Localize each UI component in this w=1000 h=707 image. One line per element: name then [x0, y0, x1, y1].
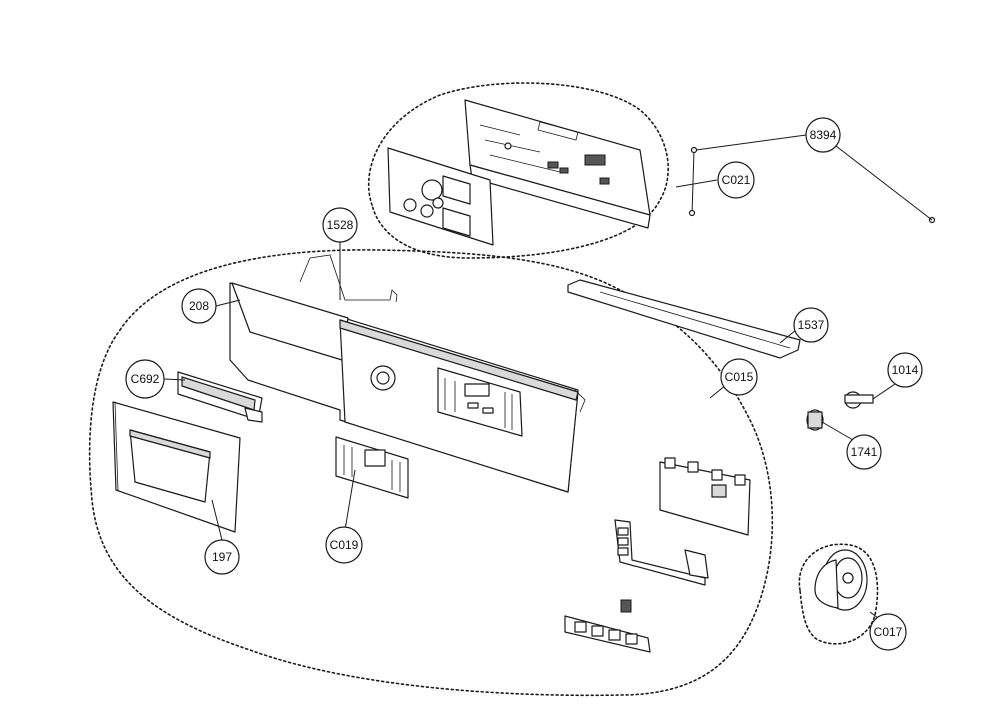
leader-C017 [869, 611, 879, 619]
leader-8394-a [695, 134, 807, 151]
key-strip-module [614, 519, 709, 586]
callout-8394: 8394 [805, 117, 841, 153]
selector-knob-part [814, 549, 868, 611]
encoder-part [806, 409, 824, 431]
main-pcb-board [464, 99, 651, 229]
callout-8394-label: 8394 [810, 128, 837, 142]
control-board-group-outline [367, 82, 669, 259]
drawer-handle-part [177, 371, 263, 423]
spring-wire [299, 254, 398, 303]
callout-C015-label: C015 [725, 370, 754, 384]
control-panel-group-outline [88, 249, 774, 697]
leader-C019 [344, 469, 356, 531]
callout-1014-label: 1014 [892, 363, 919, 377]
callout-208: 208 [181, 288, 217, 324]
callout-197: 197 [204, 539, 240, 575]
callout-C015: C015 [720, 358, 758, 396]
callout-1014: 1014 [887, 352, 923, 388]
callout-C021: C021 [717, 161, 755, 199]
overlay-sticker-part [335, 436, 409, 499]
leader-C021 [675, 179, 718, 188]
callout-1741-label: 1741 [851, 445, 878, 459]
knob-group-outline [798, 543, 879, 645]
leader-197 [211, 499, 223, 541]
callout-208-label: 208 [189, 299, 209, 313]
support-rail-part [567, 279, 801, 359]
leader-208 [215, 299, 241, 307]
callout-1528: 1528 [322, 207, 358, 243]
callout-1528-label: 1528 [327, 218, 354, 232]
push-button-set [564, 599, 651, 653]
leader-C692 [163, 378, 186, 381]
leader-1741 [821, 421, 854, 441]
callout-C692: C692 [125, 359, 165, 399]
callout-C692-label: C692 [131, 372, 160, 386]
button-bracket-module [659, 457, 751, 536]
callout-1741: 1741 [846, 434, 882, 470]
callout-C017: C017 [869, 613, 907, 651]
control-panel-frame [229, 282, 586, 493]
callout-1537: 1537 [793, 307, 829, 343]
leader-1537 [779, 329, 797, 344]
leader-8394-b [835, 145, 933, 221]
callout-1537-label: 1537 [798, 318, 825, 332]
leader-C015 [709, 384, 727, 399]
callout-C019: C019 [325, 526, 363, 564]
callout-C021-label: C021 [722, 173, 751, 187]
rotary-switch-part [844, 383, 896, 409]
callout-197-label: 197 [212, 550, 232, 564]
drawer-front-part [112, 401, 241, 533]
callout-C019-label: C019 [330, 538, 359, 552]
callout-C017-label: C017 [874, 625, 903, 639]
knob-housing-plate [387, 147, 494, 246]
